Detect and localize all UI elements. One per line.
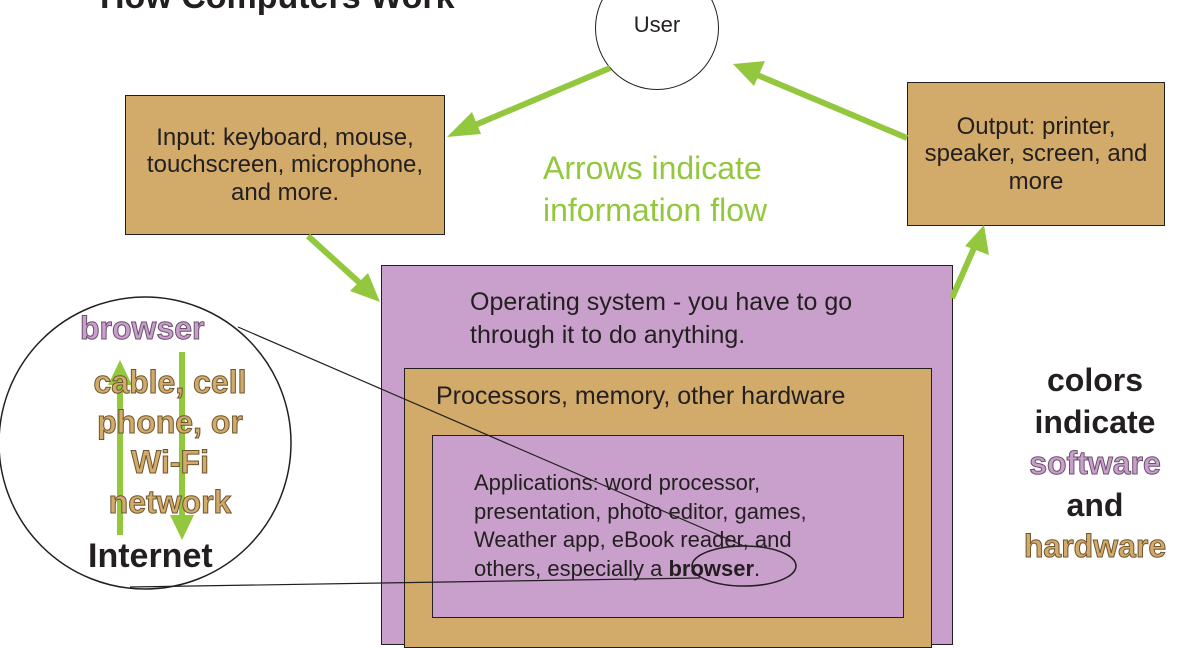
zoom-internet-label: Internet	[88, 537, 213, 575]
flow-note: Arrows indicate information flow	[543, 150, 768, 228]
zoom-network-label: cable, cell phone, or Wi-Fi network	[93, 364, 247, 521]
zoom-connector-bottom	[129, 577, 701, 588]
applications-box	[432, 435, 904, 618]
input-to-os-arrowhead	[350, 273, 380, 302]
input-to-os-arrow-shaft	[305, 233, 365, 288]
input-box: Input: keyboard, mouse, touchscreen, mic…	[125, 95, 445, 235]
input-text: Input: keyboard, mouse, touchscreen, mic…	[146, 123, 424, 206]
applications-text: Applications: word processor, presentati…	[474, 469, 864, 583]
operating-system-text: Operating system - you have to go throug…	[470, 288, 853, 349]
legend-line-colors: colors	[1046, 362, 1144, 398]
output-box: Output: printer, speaker, screen, and mo…	[907, 82, 1165, 226]
user-to-input-arrow-shaft	[466, 65, 612, 131]
applications-list: Applications: word processor, presentati…	[474, 470, 807, 581]
output-to-user-arrowhead	[733, 61, 765, 86]
user-to-input-arrowhead	[447, 112, 481, 137]
diagram-title: How Computers Work	[100, 0, 455, 17]
output-to-user-arrow-shaft	[753, 71, 909, 141]
network-down-arrowhead	[170, 515, 194, 540]
applications-browser-highlight: browser	[668, 555, 755, 581]
diagram-connectors	[0, 61, 989, 590]
os-to-output-arrowhead	[965, 225, 989, 255]
legend-line-indicate: indicate	[1034, 403, 1156, 440]
hardware-text: Processors, memory, other hardware	[436, 382, 846, 410]
output-text: Output: printer, speaker, screen, and mo…	[924, 112, 1148, 195]
legend-and: and	[1066, 486, 1124, 523]
applications-suffix: .	[754, 555, 761, 581]
os-to-output-arrow-shaft	[949, 246, 977, 300]
zoom-browser-label: browser	[79, 310, 205, 347]
network-up-arrowhead	[108, 360, 132, 385]
legend-hardware: hardware	[1023, 528, 1167, 565]
zoom-circle	[0, 296, 292, 590]
legend-software: software	[1029, 445, 1162, 482]
color-legend: colors indicate software and hardware	[1000, 360, 1190, 568]
zoom-connector-top	[237, 326, 745, 547]
user-label: User	[633, 12, 681, 37]
browser-highlight-ellipse	[691, 545, 797, 587]
